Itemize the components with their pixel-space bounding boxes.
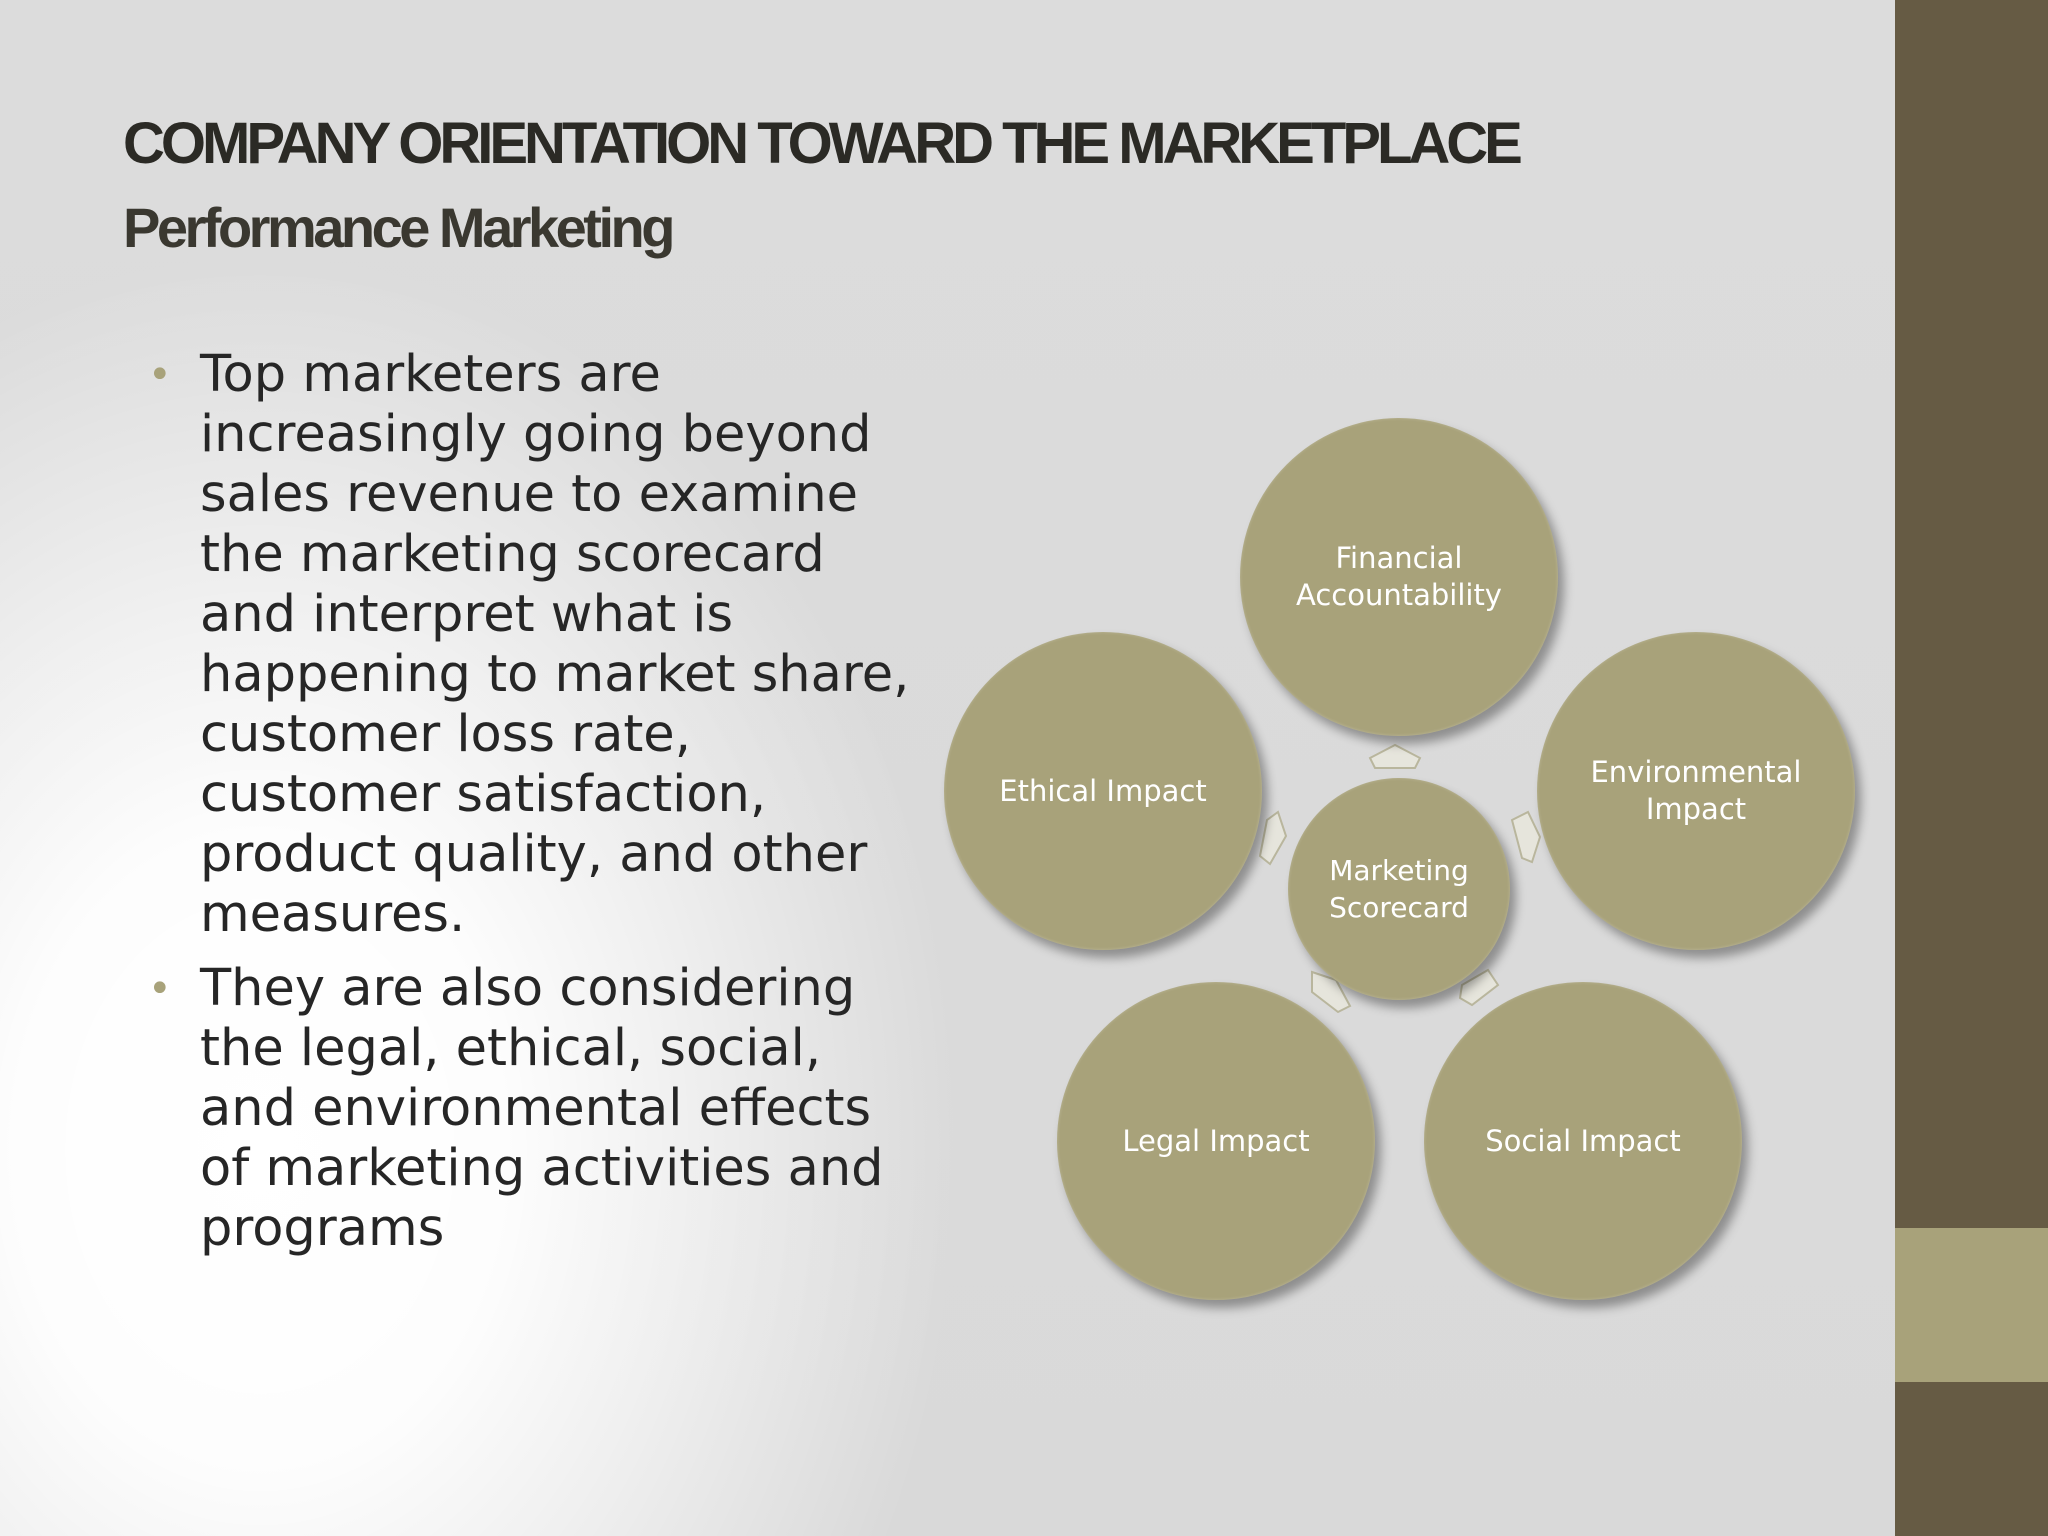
slide-subtitle: Performance Marketing	[123, 196, 675, 259]
sidebar-accent-block	[1895, 1228, 2048, 1382]
arrow-to-environmental	[1510, 810, 1542, 864]
bullet-dot-icon: •	[148, 966, 172, 1012]
node-label: Social Impact	[1485, 1123, 1681, 1158]
slide-title: COMPANY ORIENTATION TOWARD THE MARKETPLA…	[123, 111, 1523, 176]
bullet-dot-icon: •	[148, 352, 172, 398]
bullet-text: They are also considering the legal, eth…	[200, 959, 884, 1258]
arrow-to-social	[1458, 968, 1500, 1007]
node-marketing-scorecard: Marketing Scorecard	[1288, 778, 1510, 1000]
center-label: Marketing Scorecard	[1329, 854, 1469, 924]
arrow-to-ethical	[1258, 810, 1288, 866]
node-ethical-impact: Ethical Impact	[944, 632, 1262, 950]
node-legal-impact: Legal Impact	[1057, 982, 1375, 1300]
bullet-list: • Top marketers are increasingly going b…	[140, 345, 920, 1273]
node-label: Financial Accountability	[1296, 541, 1502, 612]
node-label: Environmental Impact	[1590, 755, 1802, 826]
bullet-item: • They are also considering the legal, e…	[140, 959, 920, 1259]
bullet-item: • Top marketers are increasingly going b…	[140, 345, 920, 945]
arrow-to-financial	[1368, 743, 1422, 769]
node-label: Ethical Impact	[999, 773, 1207, 808]
node-label: Legal Impact	[1122, 1123, 1310, 1158]
node-social-impact: Social Impact	[1424, 982, 1742, 1300]
arrow-to-legal	[1311, 970, 1352, 1014]
scorecard-diagram: Financial Accountability Environmental I…	[900, 380, 1880, 1340]
node-environmental-impact: Environmental Impact	[1537, 632, 1855, 950]
arrows-layer	[1258, 743, 1542, 1014]
node-financial-accountability: Financial Accountability	[1240, 418, 1558, 736]
bullet-text: Top marketers are increasingly going bey…	[200, 345, 910, 944]
